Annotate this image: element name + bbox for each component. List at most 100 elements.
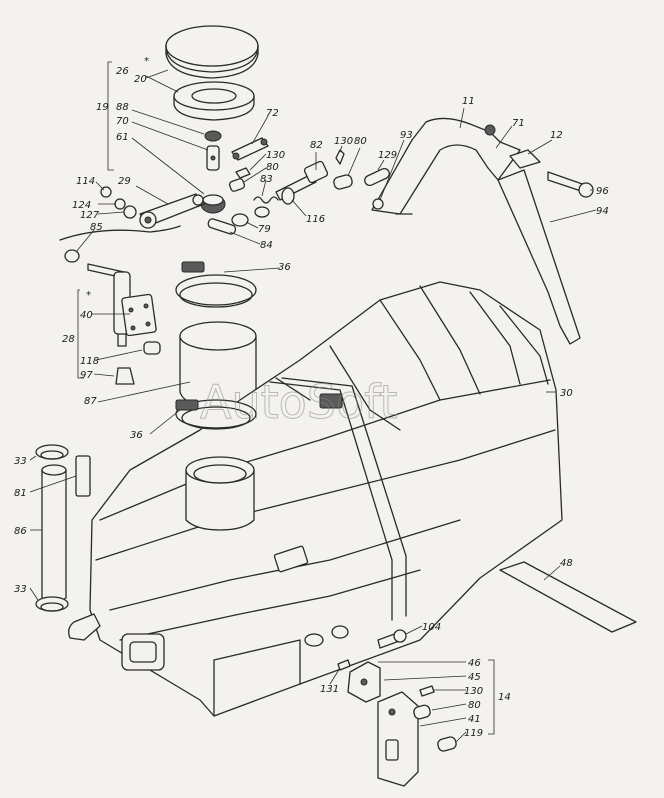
callout-star-mid: * [86,290,91,301]
hose-86 [41,464,67,603]
cap-97 [115,367,135,385]
valve-body [200,194,226,214]
bracket-plate-14 [377,691,419,787]
pivot-bracket-28 [87,263,157,347]
callout-129: 129 [378,150,397,161]
callout-33b: 33 [14,584,27,595]
callout-star-top: * [144,56,149,67]
lever-72 [231,137,269,161]
bolt-96 [547,171,594,198]
bushing-80a [228,178,246,192]
callout-36a: 36 [278,262,291,273]
clamp-36-upper [175,261,257,308]
callout-131: 131 [320,684,339,695]
callout-30: 30 [560,388,573,399]
pin-130a [235,167,251,179]
pin-129 [364,167,390,187]
tank-handle [121,633,165,671]
pin-84 [207,218,237,235]
callout-119: 119 [464,728,483,739]
callout-130b: 130 [334,136,353,147]
callout-20: 20 [134,74,147,85]
callout-46: 46 [468,658,481,669]
callout-80c: 80 [468,700,481,711]
pin-131 [337,659,351,671]
bracket-46 [347,661,381,703]
bushing-80c [413,704,431,720]
callout-94: 94 [596,206,609,217]
callout-83: 83 [260,174,273,185]
callout-48: 48 [560,558,573,569]
valve-stem [204,130,222,171]
filter-pipe-87 [179,321,257,409]
callout-118: 118 [80,356,99,367]
clamp-33-bottom [35,596,69,612]
callout-29: 29 [118,176,131,187]
callout-82: 82 [310,140,323,151]
clamp-33-top [35,444,69,460]
callout-97: 97 [80,370,93,381]
callout-80b: 80 [354,136,367,147]
tank-straps [269,377,407,621]
callout-79: 79 [258,224,271,235]
rod-82 [275,160,329,205]
pad-48 [499,561,637,633]
callout-36b: 36 [130,430,143,441]
bushing-80b [333,174,353,190]
washer-79 [231,213,249,227]
filter-seal [173,81,255,121]
callout-87: 87 [84,396,97,407]
callout-61: 61 [116,132,129,143]
callout-45: 45 [468,672,481,683]
callout-93: 93 [400,130,413,141]
clamp-36-lower [175,399,257,430]
callout-12: 12 [550,130,563,141]
callout-104: 104 [422,622,441,633]
pin-130c [419,685,435,697]
callout-28: 28 [62,334,75,345]
callout-88: 88 [116,102,129,113]
callout-85: 85 [90,222,103,233]
tank-neck [185,456,255,531]
watermark: AutoSoft [200,375,398,429]
callout-81: 81 [14,488,27,499]
callout-130a: 130 [266,150,285,161]
filter-cover [165,25,259,79]
callout-116: 116 [306,214,325,225]
callout-71: 71 [512,118,525,129]
lever-29 [59,193,205,241]
callout-33a: 33 [14,456,27,467]
patch-81 [75,455,91,497]
callout-11: 11 [462,96,475,107]
bottom-fitting [68,613,349,647]
callout-14: 14 [498,692,511,703]
callout-labels: 26 * 20 19 88 70 61 72 130 80 83 79 84 8… [14,56,609,739]
callout-19: 19 [96,102,109,113]
callout-86: 86 [14,526,27,537]
callout-127: 127 [80,210,100,221]
leader-lines [29,61,597,743]
callout-41: 41 [468,714,481,725]
callout-96: 96 [596,186,609,197]
callout-26: 26 [116,66,129,77]
callout-70: 70 [116,116,129,127]
callout-72: 72 [266,108,279,119]
strap-94 [497,149,581,345]
pin-130b [335,149,345,165]
bushing-118 [143,341,161,355]
main-tank [89,281,563,717]
washer-127 [123,205,137,219]
pin-119 [437,736,457,752]
callout-130c: 130 [464,686,483,697]
washer-85 [64,249,80,263]
bolt-104 [377,629,407,649]
callout-40: 40 [80,310,93,321]
callout-80a: 80 [266,162,279,173]
callout-114: 114 [76,176,95,187]
callout-84: 84 [260,240,273,251]
washer-124 [114,198,126,210]
callout-124: 124 [72,200,91,211]
spring-83 [253,196,279,218]
strap-frame [371,117,521,215]
